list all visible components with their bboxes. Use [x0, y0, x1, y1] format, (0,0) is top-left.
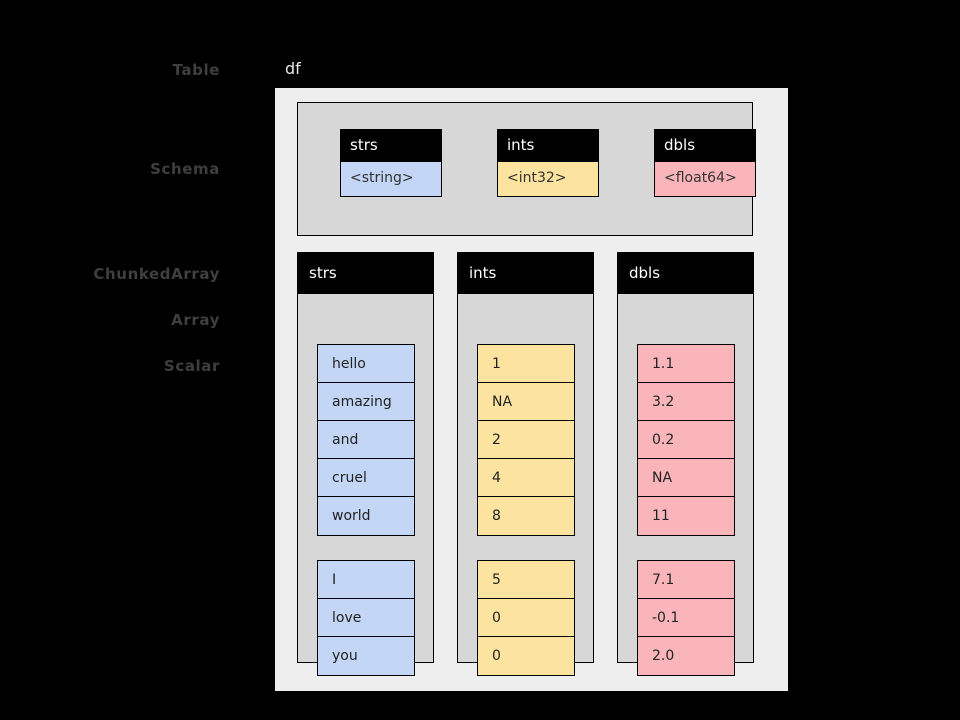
scalar-cell: -0.1	[638, 599, 734, 637]
column-header: strs	[298, 253, 433, 294]
scalar-cell: NA	[478, 383, 574, 421]
schema-field-ints: ints <int32>	[497, 129, 599, 197]
scalar-cell: love	[318, 599, 414, 637]
schema-field-type: <string>	[341, 161, 441, 196]
array-chunk: I love you	[317, 560, 415, 676]
annotation-label-table: Table	[172, 61, 220, 79]
chunked-array-column-strs: strs hello amazing and cruel world I lov…	[297, 252, 434, 676]
schema-field-type: <float64>	[655, 161, 755, 196]
schema-field-name: strs	[341, 130, 441, 162]
scalar-cell: 2	[478, 421, 574, 459]
schema-field-name: dbls	[655, 130, 755, 162]
scalar-cell: 4	[478, 459, 574, 497]
schema-field-dbls: dbls <float64>	[654, 129, 756, 197]
scalar-cell: 0	[478, 599, 574, 637]
scalar-cell: 1	[478, 345, 574, 383]
scalar-cell: cruel	[318, 459, 414, 497]
table-title: df	[285, 59, 301, 78]
scalar-cell: 0.2	[638, 421, 734, 459]
table-panel: strs <string> ints <int32> dbls <float64…	[275, 88, 788, 691]
array-chunk: 5 0 0	[477, 560, 575, 676]
annotation-label-array: Array	[171, 311, 220, 329]
scalar-cell: 7.1	[638, 561, 734, 599]
schema-field-name: ints	[498, 130, 598, 162]
scalar-cell: world	[318, 497, 414, 535]
scalar-cell: hello	[318, 345, 414, 383]
schema-field-type: <int32>	[498, 161, 598, 196]
column-header: dbls	[618, 253, 753, 294]
scalar-cell: 8	[478, 497, 574, 535]
chunked-array-column-ints: ints 1 NA 2 4 8 5 0 0	[457, 252, 594, 676]
scalar-cell: 11	[638, 497, 734, 535]
schema-panel: strs <string> ints <int32> dbls <float64…	[297, 102, 756, 236]
schema-field-strs: strs <string>	[340, 129, 442, 197]
scalar-cell: 0	[478, 637, 574, 675]
scalar-cell: 3.2	[638, 383, 734, 421]
chunked-array-column-dbls: dbls 1.1 3.2 0.2 NA 11 7.1 -0.1 2.0	[617, 252, 754, 676]
scalar-cell: I	[318, 561, 414, 599]
scalar-cell: 5	[478, 561, 574, 599]
scalar-cell: amazing	[318, 383, 414, 421]
array-chunk: 1.1 3.2 0.2 NA 11	[637, 344, 735, 536]
annotation-label-chunked-array: ChunkedArray	[93, 265, 220, 283]
annotation-label-scalar: Scalar	[163, 357, 220, 375]
scalar-cell: NA	[638, 459, 734, 497]
scalar-cell: 2.0	[638, 637, 734, 675]
scalar-cell: and	[318, 421, 414, 459]
array-chunk: hello amazing and cruel world	[317, 344, 415, 536]
array-chunk: 7.1 -0.1 2.0	[637, 560, 735, 676]
annotation-label-schema: Schema	[150, 160, 220, 178]
column-header: ints	[458, 253, 593, 294]
scalar-cell: you	[318, 637, 414, 675]
array-chunk: 1 NA 2 4 8	[477, 344, 575, 536]
scalar-cell: 1.1	[638, 345, 734, 383]
